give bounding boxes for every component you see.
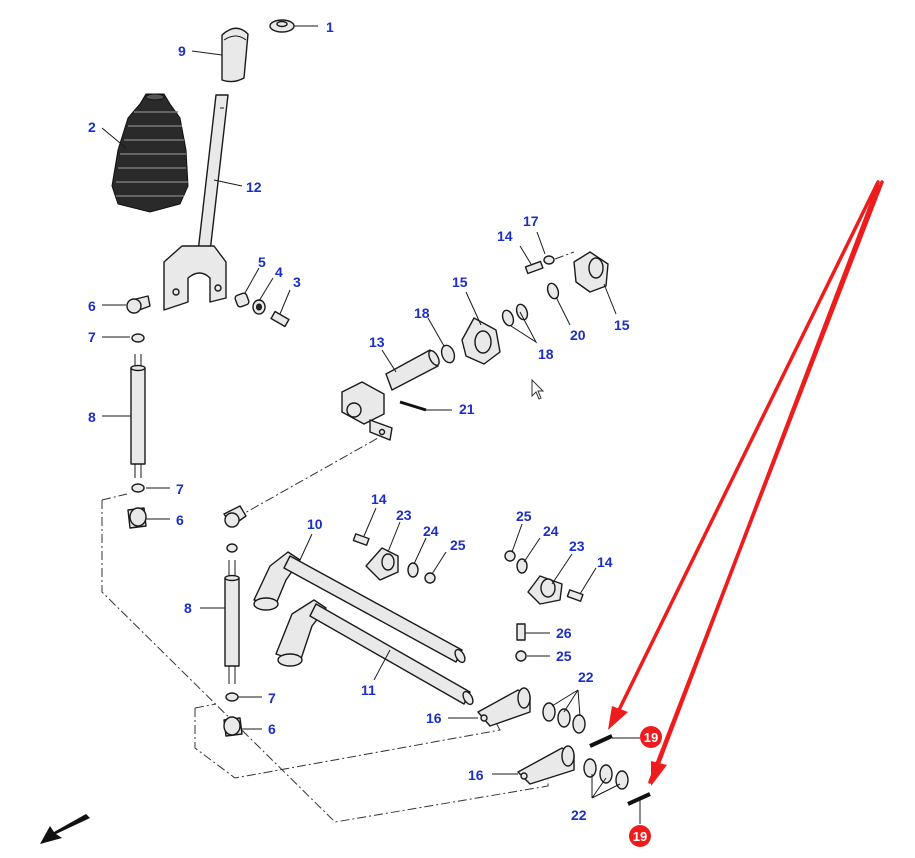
part-6-balljoint-top <box>126 295 151 314</box>
callout-25-right: 25 <box>516 508 532 524</box>
callout-25-left: 25 <box>450 537 466 553</box>
part-12-lever <box>197 94 229 253</box>
svg-text:19: 19 <box>644 730 658 745</box>
part-14-bolt-left <box>352 533 370 546</box>
callout-24-left: 24 <box>423 523 439 539</box>
part-8-rod-right <box>224 560 240 684</box>
callout-1: 1 <box>326 19 334 35</box>
callout-13: 13 <box>369 334 385 350</box>
part-13-shaft <box>341 349 440 441</box>
part-7-nut-lower-right <box>225 692 239 702</box>
callout-15-left: 15 <box>452 274 468 290</box>
part-7-nut-mid <box>131 483 145 493</box>
highlight-badge-19-lower: 19 <box>629 825 651 847</box>
callout-15-right: 15 <box>614 317 630 333</box>
callout-11: 11 <box>361 682 376 698</box>
part-2-gaiter-boot <box>111 93 189 213</box>
part-15-bearing-housing-left <box>461 317 501 365</box>
callout-14-right: 14 <box>597 554 613 570</box>
part-9-knob <box>221 27 249 83</box>
part-6-balljoint-mid <box>127 507 147 529</box>
part-18-rings-right <box>501 303 529 327</box>
highlight-badge-19-upper: 19 <box>640 726 662 748</box>
part-8-rod-left <box>130 354 146 478</box>
callout-10: 10 <box>307 516 323 532</box>
highlight-arrows <box>608 180 884 786</box>
part-11-shaft <box>275 599 474 706</box>
direction-arrow-icon <box>40 814 90 844</box>
callout-7-lower: 7 <box>268 690 276 706</box>
part-7-nut-top <box>131 333 145 343</box>
part-16-lever-lower <box>517 745 575 785</box>
callout-14-upper: 14 <box>497 228 513 244</box>
callout-22-upper: 22 <box>578 669 594 685</box>
callout-9: 9 <box>178 43 186 59</box>
callout-21: 21 <box>459 401 475 417</box>
part-25-nut-lower <box>515 650 527 662</box>
part-20-ring <box>546 282 560 300</box>
callout-18-right: 18 <box>538 346 554 362</box>
mouse-cursor-icon <box>531 378 545 400</box>
callout-6-lower: 6 <box>268 721 276 737</box>
callout-24-right: 24 <box>543 523 559 539</box>
part-4-washer <box>252 299 266 315</box>
part-7-nut-upper-right <box>226 543 238 553</box>
callout-6-top: 6 <box>88 298 96 314</box>
callout-22-lower: 22 <box>571 807 587 823</box>
part-18-ring-left <box>440 344 456 364</box>
callout-26: 26 <box>556 625 572 641</box>
leader-lines <box>101 25 641 824</box>
part-1-cap <box>269 19 295 33</box>
assembly-outline-lines <box>101 437 549 823</box>
callout-4: 4 <box>275 264 283 280</box>
callout-3: 3 <box>293 274 301 290</box>
part-14-bolt-upper <box>524 260 544 275</box>
svg-text:19: 19 <box>633 829 647 844</box>
part-23-flange-left <box>365 547 399 581</box>
callout-16-lower: 16 <box>468 767 484 783</box>
part-23-flange-right <box>527 575 563 605</box>
lever-bracket <box>163 245 227 311</box>
part-25-nut-left <box>424 572 436 584</box>
part-21-pin <box>399 400 427 412</box>
part-6-balljoint-upper-right <box>223 505 247 528</box>
part-19-pin-upper <box>589 734 613 748</box>
callout-2: 2 <box>88 119 96 135</box>
callout-25-lower: 25 <box>556 648 572 664</box>
callout-8-right: 8 <box>184 600 192 616</box>
part-22-washers-lower <box>583 758 629 790</box>
part-5-bushing <box>234 292 250 308</box>
part-26-bolt <box>516 623 526 641</box>
callout-16-upper: 16 <box>426 710 442 726</box>
part-14-bolt-right <box>566 589 584 602</box>
part-17-nut <box>543 255 555 265</box>
part-24-washer-left <box>407 562 419 578</box>
callout-18-left: 18 <box>414 305 430 321</box>
part-10-shaft <box>253 551 466 664</box>
part-15-bearing-housing-right <box>573 251 609 293</box>
callout-5: 5 <box>258 254 266 270</box>
callout-20: 20 <box>570 327 586 343</box>
part-25-nut-right <box>504 550 516 562</box>
part-24-washer-right <box>516 558 528 574</box>
callout-23-right: 23 <box>569 538 585 554</box>
callout-17: 17 <box>523 213 539 229</box>
callout-12: 12 <box>246 179 262 195</box>
callout-14-left: 14 <box>371 491 387 507</box>
part-16-lever-upper <box>477 687 531 727</box>
callout-6-mid: 6 <box>176 512 184 528</box>
callout-8-left: 8 <box>88 409 96 425</box>
part-19-pin-lower <box>627 792 651 806</box>
part-6-balljoint-lower <box>223 716 243 737</box>
callout-labels: 1 9 2 12 5 4 3 6 7 8 7 6 17 14 15 18 18 … <box>88 19 630 823</box>
part-22-washers-upper <box>542 702 586 734</box>
part-3-bolt <box>270 310 290 328</box>
callout-23-left: 23 <box>396 507 412 523</box>
callout-7-top: 7 <box>88 329 96 345</box>
callout-7-mid: 7 <box>176 481 184 497</box>
